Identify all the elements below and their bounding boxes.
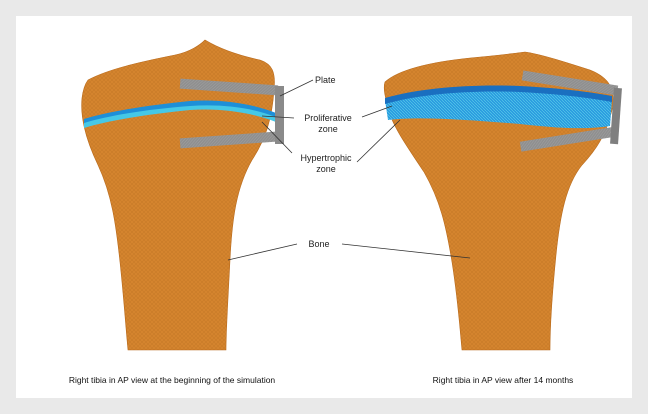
right-tibia xyxy=(384,52,622,350)
bone-label: Bone xyxy=(308,239,329,249)
plate-label: Plate xyxy=(315,75,336,85)
proliferative-label-line2: zone xyxy=(318,124,338,134)
hypertrophic-leader-right xyxy=(357,120,400,162)
hypertrophic-label-line1: Hypertrophic xyxy=(300,153,352,163)
bone-leader-left xyxy=(228,244,297,260)
right-caption: Right tibia in AP view after 14 months xyxy=(433,375,574,385)
plate-leader xyxy=(280,80,313,96)
proliferative-label-line1: Proliferative xyxy=(304,113,352,123)
hypertrophic-label-line2: zone xyxy=(316,164,336,174)
left-tibia xyxy=(82,40,284,350)
left-caption: Right tibia in AP view at the beginning … xyxy=(69,375,276,385)
